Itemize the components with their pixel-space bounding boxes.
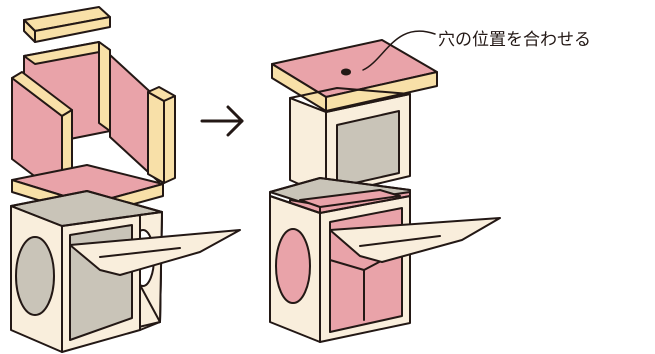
right-arrow-icon [202,107,242,135]
top-strip-board [24,7,110,42]
bottom-box-left [11,191,240,352]
screw-hole [342,70,350,75]
callout-label: 穴の位置を合わせる [438,30,591,50]
bottom-box-right [270,178,500,342]
right-side-board [110,55,175,183]
assembled-unit [270,40,500,342]
exploded-assembly [11,7,240,352]
